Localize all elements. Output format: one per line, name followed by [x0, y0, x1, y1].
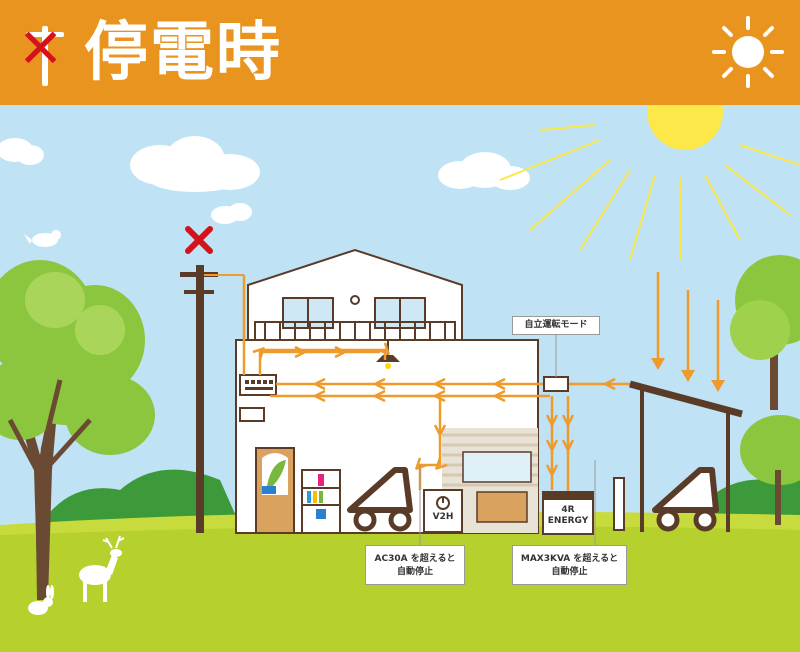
- utility-pole-cross-icon: ✕: [18, 18, 70, 88]
- ac30a-note: AC30A を超えると 自動停止: [365, 545, 465, 585]
- v2h-unit: [423, 489, 463, 533]
- grid-cut-cross-icon: [185, 226, 213, 254]
- max3kva-note: MAX3KVA を超えると 自動停止: [512, 545, 627, 585]
- self-sustaining-mode-label: 自立運転モード: [512, 316, 600, 335]
- v2h-label: V2H: [432, 512, 454, 522]
- tree-left: [0, 260, 155, 601]
- max3kva-note-line-2: 自動停止: [551, 567, 588, 577]
- page-title: 停電時: [84, 15, 282, 90]
- deer-icon: [79, 535, 125, 602]
- bird-icon: [24, 230, 61, 247]
- max3kva-note-line-1: MAX3KVA を超えると: [520, 554, 619, 564]
- header-banner: ✕ 停電時: [0, 0, 800, 105]
- clouds: [0, 136, 530, 224]
- breaker-panel: [239, 374, 277, 422]
- ac30a-note-line-2: 自動停止: [396, 567, 433, 577]
- energy-line-1: 4R: [561, 505, 575, 515]
- sun-icon: [499, 105, 800, 261]
- title-row: ✕ 停電時: [18, 10, 282, 95]
- sunlight-arrows: [651, 272, 725, 392]
- solar-carport-icon: [629, 380, 743, 532]
- utility-pole: [180, 265, 244, 533]
- storage-battery-label: 4R ENERGY: [543, 505, 593, 527]
- ac30a-note-line-1: AC30A を超えると: [374, 554, 456, 564]
- sun-icon: [712, 16, 784, 88]
- tree-right: [730, 255, 800, 525]
- ev-car-icon: [347, 467, 413, 532]
- energy-line-2: ENERGY: [547, 516, 589, 526]
- house: [235, 248, 539, 534]
- rabbit-icon: [28, 585, 54, 615]
- storage-battery: [542, 491, 594, 535]
- power-conditioner: [543, 376, 569, 392]
